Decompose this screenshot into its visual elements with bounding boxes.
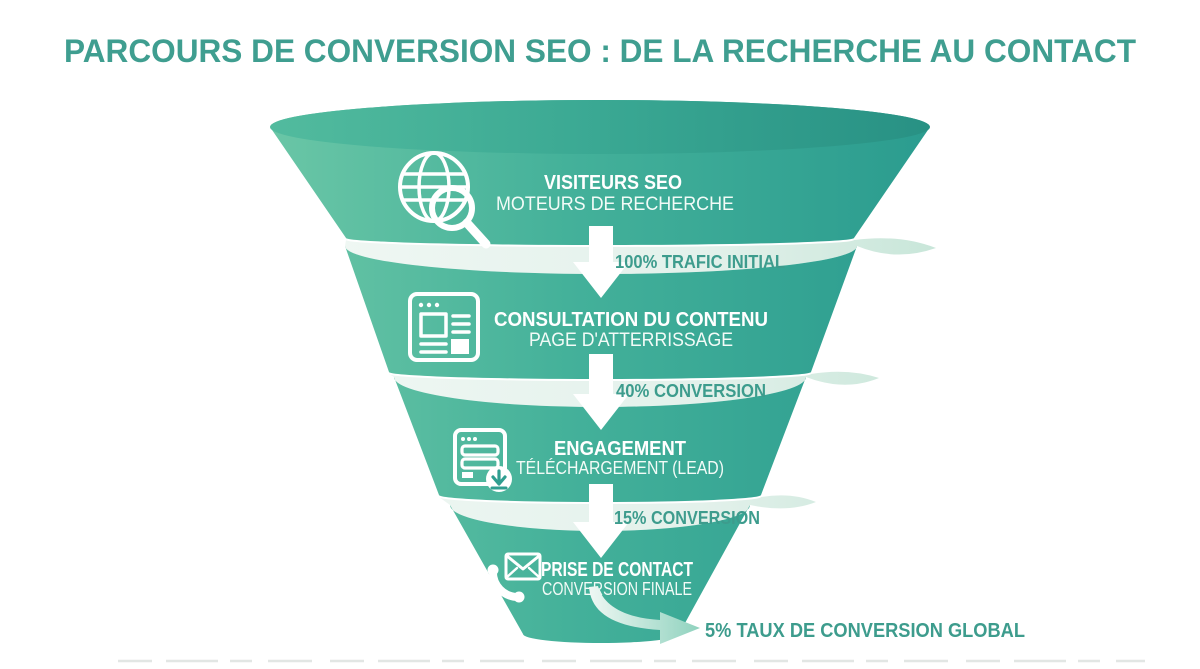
down-arrow-1: [573, 226, 629, 298]
transition-3-label: 15% CONVERSION: [614, 508, 760, 528]
phone-envelope-icon: [487, 552, 542, 603]
transition-band-1: [345, 238, 936, 274]
result-label: 5% TAUX DE CONVERSION GLOBAL: [705, 620, 1025, 642]
page-title: PARCOURS DE CONVERSION SEO : DE LA RECHE…: [64, 33, 1136, 69]
transition-band-2: [389, 371, 879, 407]
download-form-icon: [453, 428, 512, 492]
webpage-icon: [408, 292, 480, 362]
down-arrow-2: [573, 354, 629, 430]
stage-3-label: ENGAGEMENT: [554, 438, 686, 460]
funnel-stage-1-mouth: [270, 100, 930, 154]
transition-band-3: [439, 495, 816, 531]
result-arrow: [589, 586, 700, 644]
stage-4-label: PRISE DE CONTACT: [541, 559, 693, 581]
stage-2-sublabel: PAGE D'ATTERRISSAGE: [529, 330, 733, 351]
funnel-stage-4-shape: [450, 505, 750, 643]
stage-3-sublabel: TÉLÉCHARGEMENT (LEAD): [516, 458, 724, 478]
transition-2-label: 40% CONVERSION: [616, 381, 766, 401]
stage-2-label: CONSULTATION DU CONTENU: [494, 309, 768, 331]
globe-search-icon: [398, 151, 491, 249]
transition-1-label: 100% TRAFIC INITIAL: [615, 252, 785, 272]
down-arrow-3: [573, 484, 629, 558]
stage-4-sublabel: CONVERSION FINALE: [542, 579, 692, 599]
funnel-stage-2-shape: [345, 246, 857, 379]
stage-1-label: VISITEURS SEO: [544, 172, 682, 194]
stage-1-sublabel: MOTEURS DE RECHERCHE: [496, 194, 734, 215]
